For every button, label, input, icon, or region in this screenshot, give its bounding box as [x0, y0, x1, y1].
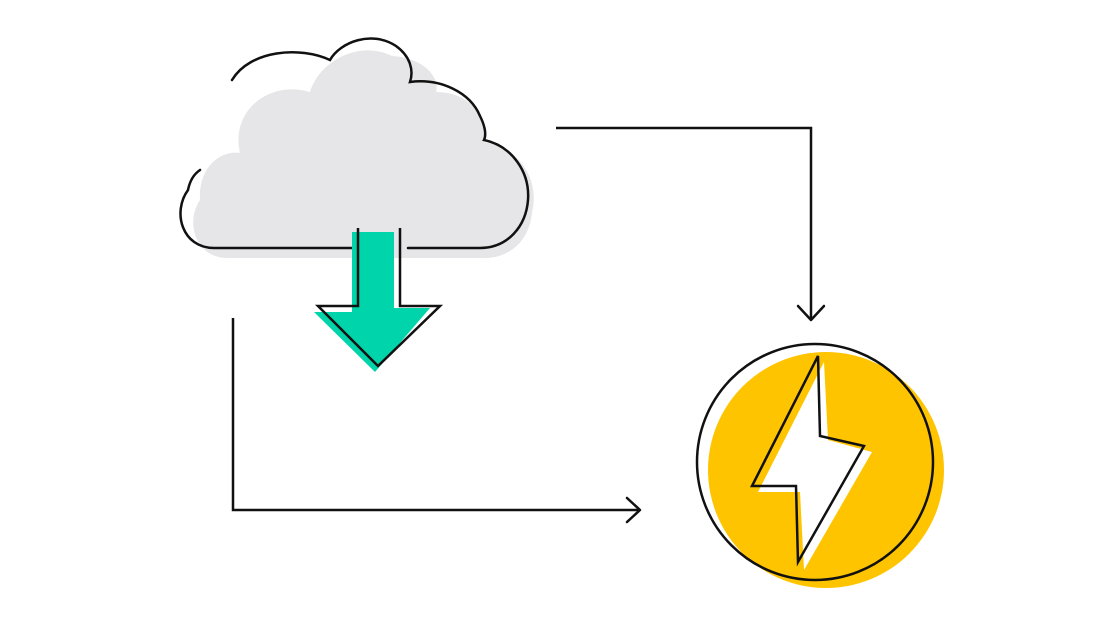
- cloud-outline: [179, 168, 358, 250]
- download-arrow-outline: [314, 228, 444, 368]
- arrowhead-right: [625, 496, 642, 524]
- connector-line-bottom: [231, 318, 638, 512]
- download-arrow-fill: [314, 232, 430, 372]
- bolt-outline: [749, 355, 866, 567]
- cloud-fill: [193, 50, 534, 259]
- coin-outline: [695, 342, 935, 582]
- connector-line-top: [556, 126, 813, 318]
- lightning-bolt-icon: [695, 342, 944, 588]
- connector-arrow-bottom: [231, 318, 642, 524]
- arrowhead-down: [796, 304, 826, 322]
- connector-arrow-top: [556, 126, 826, 322]
- cloud-outline-top: [230, 37, 530, 250]
- bolt-fill: [758, 362, 872, 570]
- cloud-download-icon: [179, 37, 534, 372]
